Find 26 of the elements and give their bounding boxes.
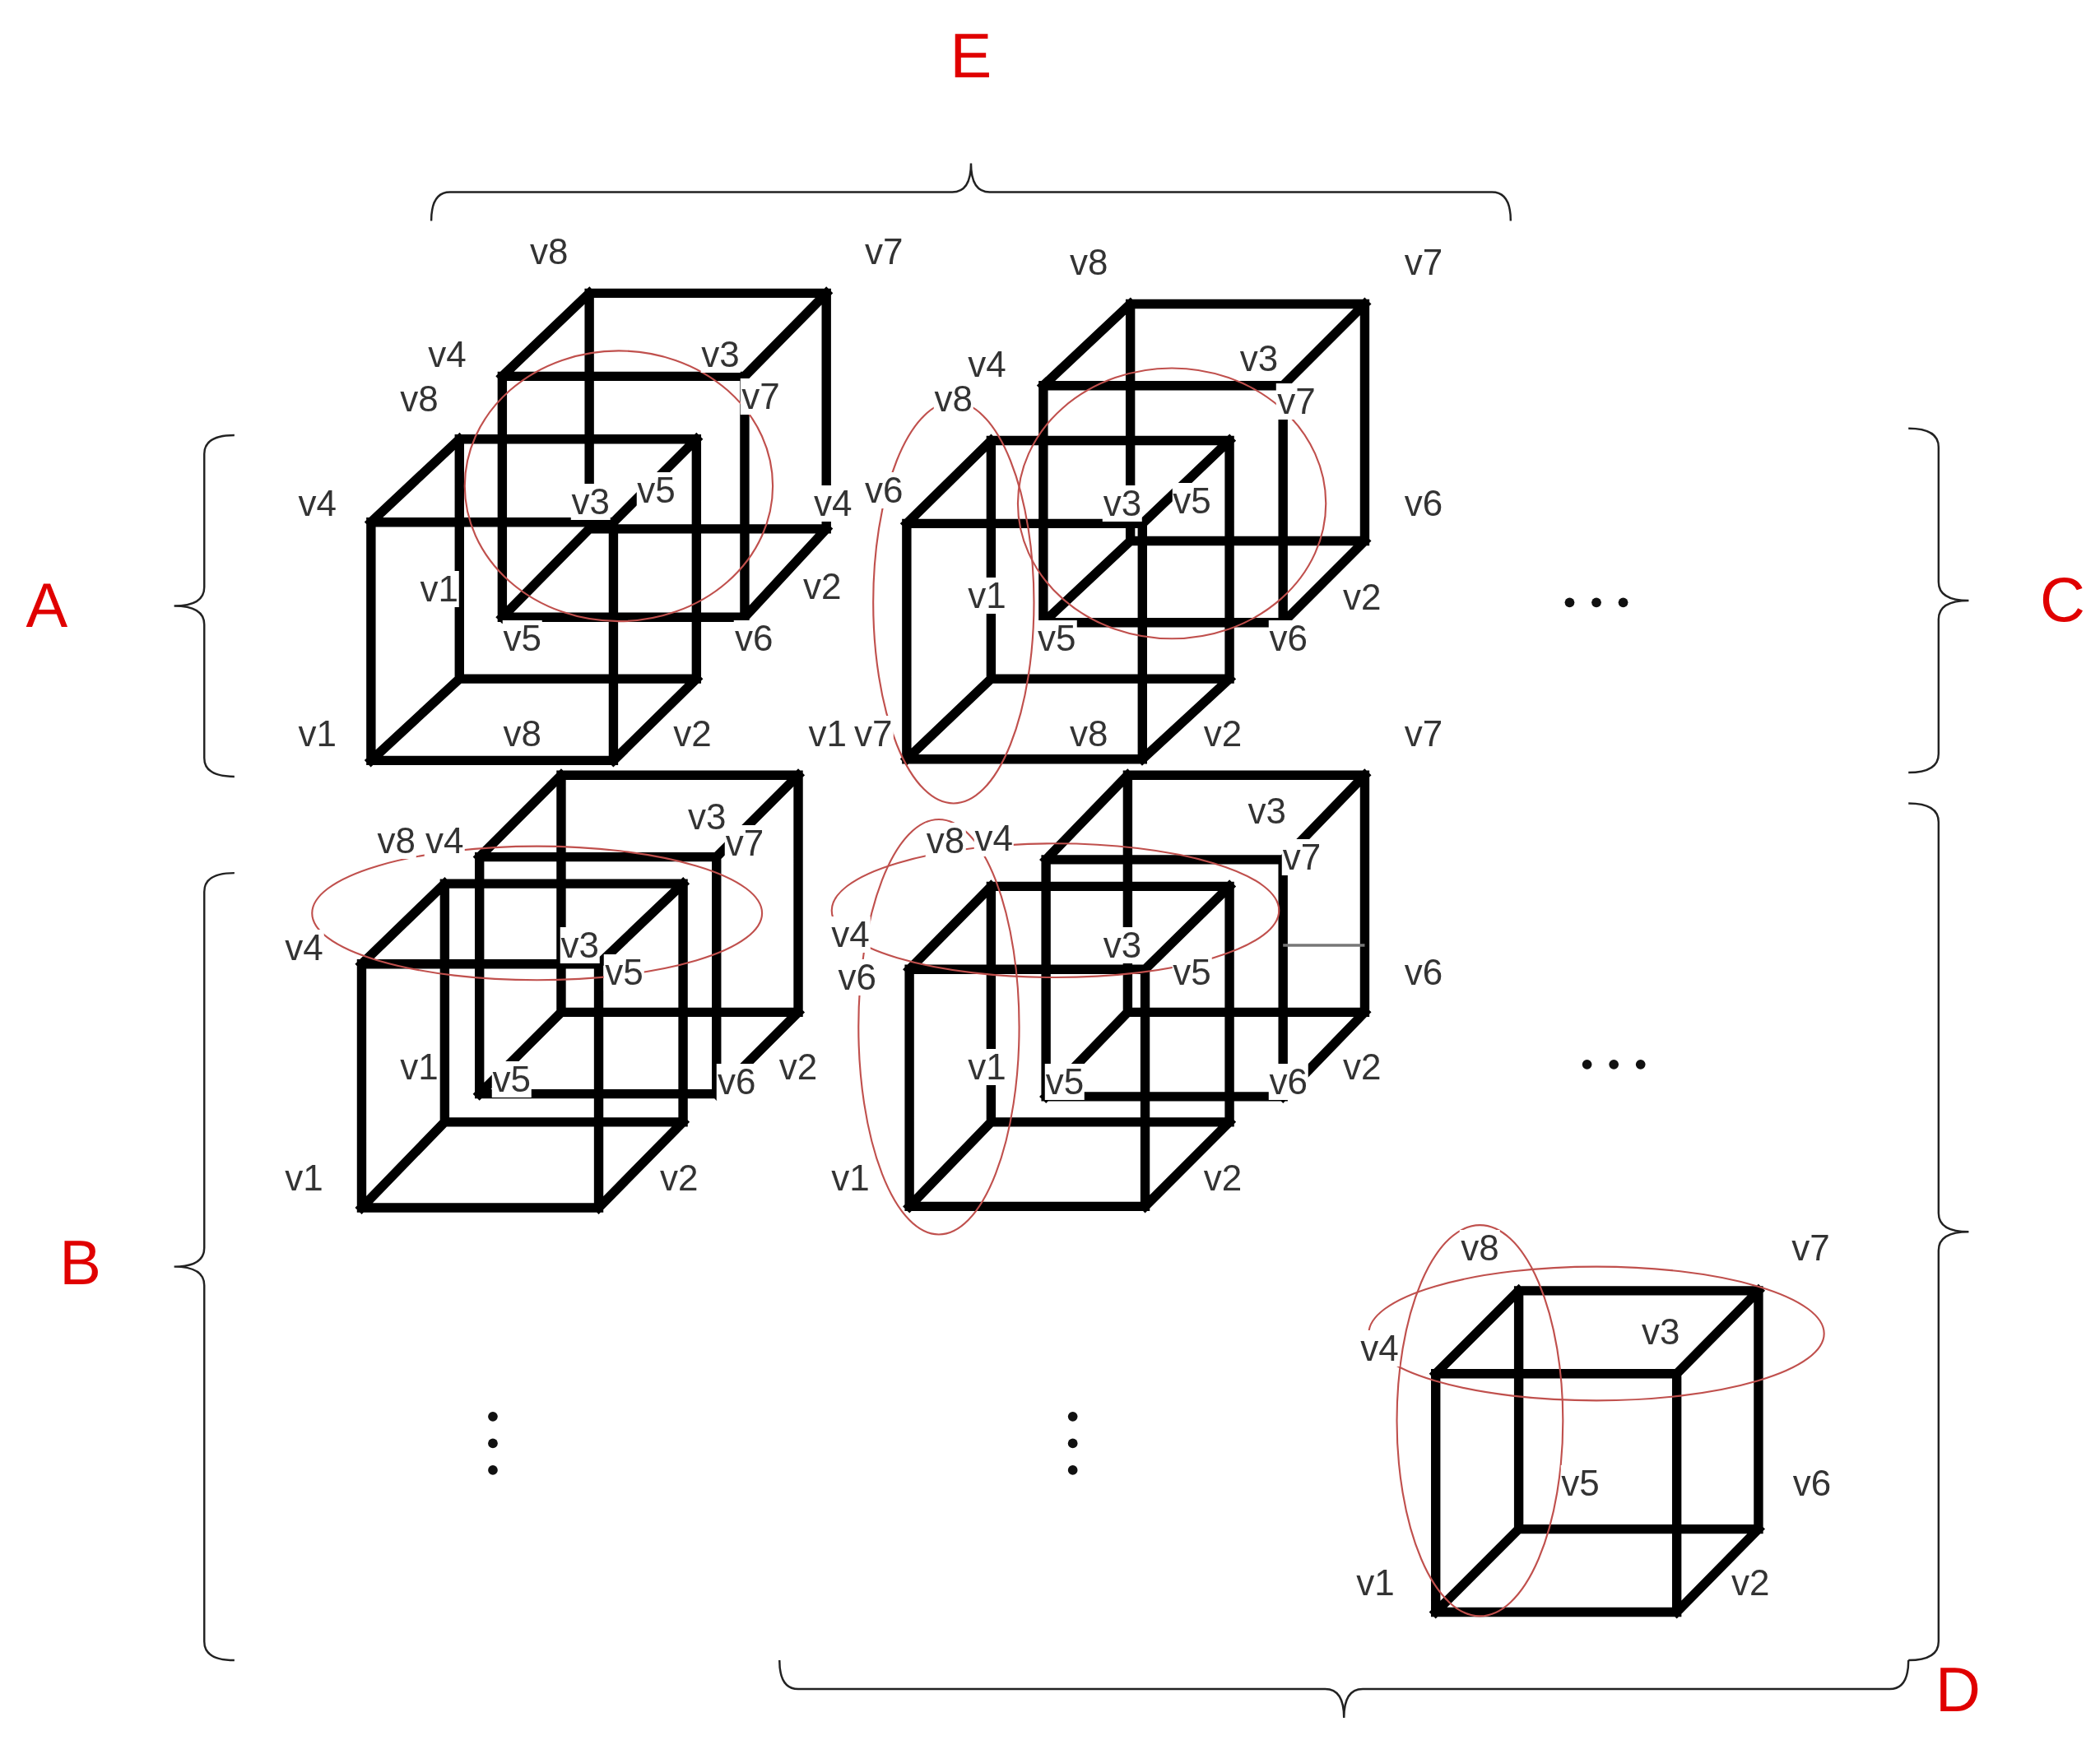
vertex-label: v8	[925, 823, 966, 860]
vertex-label: v3	[1102, 927, 1143, 964]
vertex-label: v3	[1102, 485, 1143, 522]
vertex-label: v5	[1044, 1064, 1085, 1101]
vertex-label: v6	[837, 959, 877, 996]
brace-letter: A	[26, 573, 68, 637]
vertex-label: v4	[1359, 1329, 1400, 1367]
brace-letter: D	[1935, 1658, 1981, 1721]
vertex-label: v3	[570, 484, 611, 521]
vertex-label: v5	[491, 1060, 532, 1097]
vertex-label: v7	[1276, 383, 1317, 420]
vertex-label: v3	[560, 927, 600, 964]
vertex-label: v7	[741, 378, 781, 415]
vertex-label: v6	[1268, 1064, 1308, 1101]
vertex-label: v4	[830, 916, 871, 953]
brace-letter: B	[59, 1231, 101, 1294]
vertex-label: v1	[967, 1049, 1007, 1086]
vertex-label: v1	[419, 571, 460, 608]
brace-letter: C	[2040, 568, 2085, 632]
vertex-label: v6	[716, 1064, 757, 1101]
vertex-label: v7	[1281, 838, 1322, 875]
vertex-label: v1	[967, 578, 1007, 615]
vertex-label: v6	[863, 471, 904, 508]
vertex-label: v4	[813, 485, 853, 522]
brace-letter: E	[950, 25, 992, 88]
vertex-label: v5	[636, 471, 676, 508]
